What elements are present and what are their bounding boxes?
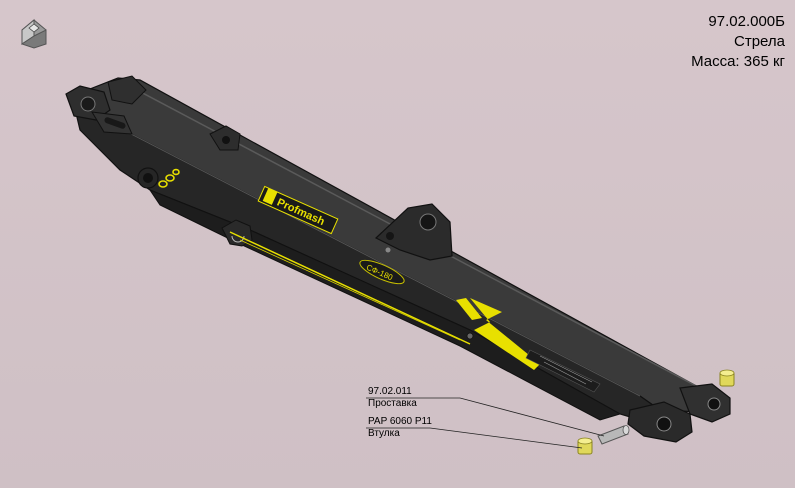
mid-pin-hole [419, 213, 437, 231]
part-mass: Масса: 365 кг [691, 53, 785, 70]
brand-decal [257, 185, 339, 235]
callout-spacer: 97.02.011 Проставка [368, 386, 417, 410]
home-view-icon[interactable] [16, 14, 52, 50]
part-number: 97.02.000Б [708, 13, 785, 30]
bushing-right[interactable] [719, 369, 735, 387]
callout-bushing: PAP 6060 P11 Втулка [368, 416, 432, 440]
front-pin-hole-right [707, 397, 721, 411]
callout-bushing-name: Втулка [368, 428, 400, 439]
front-pin-hole-left [656, 416, 672, 432]
callout-spacer-name: Проставка [368, 398, 417, 409]
yellow-stripe-decal [456, 298, 540, 370]
part-name: Стрела [734, 33, 785, 50]
title-block: 97.02.000Б Стрела Масса: 365 кг [691, 12, 785, 72]
callout-bushing-code: PAP 6060 P11 [368, 416, 432, 427]
front-fork-right [679, 383, 731, 423]
callout-spacer-code: 97.02.011 [368, 386, 412, 397]
rear-pin-hole [80, 96, 96, 112]
model-decal [359, 259, 405, 285]
bushing-left[interactable] [577, 437, 593, 455]
chain-decal [158, 168, 180, 188]
spacer-part[interactable] [597, 425, 630, 445]
